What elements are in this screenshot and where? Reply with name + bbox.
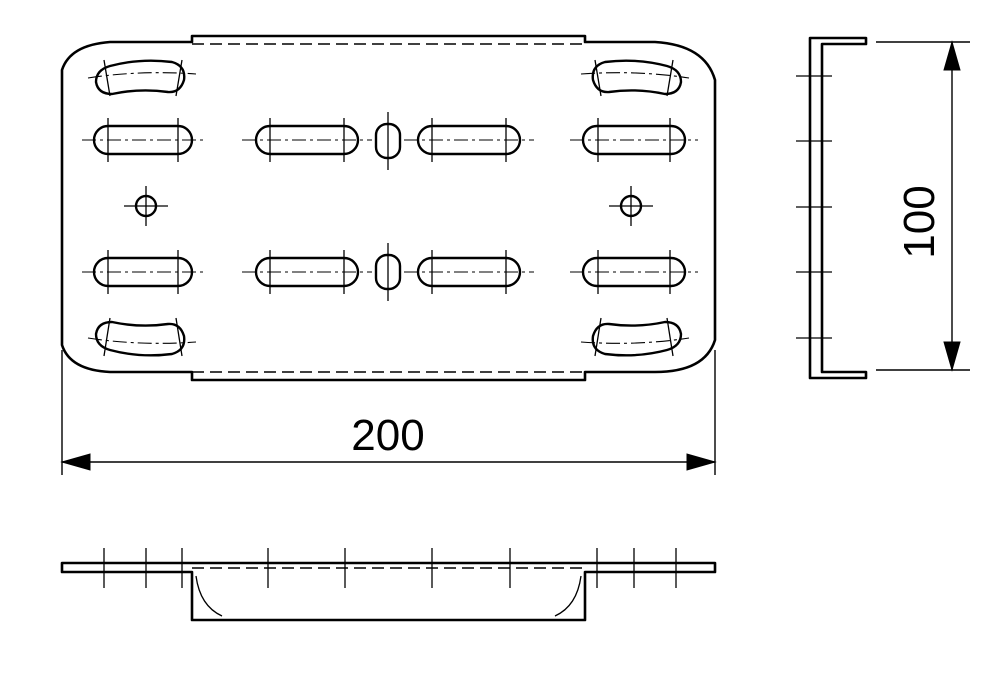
front-view <box>60 548 717 622</box>
straight-slots <box>82 118 698 294</box>
arrow-down <box>943 341 961 372</box>
channel-profile <box>808 36 868 380</box>
arrow-right <box>686 453 717 471</box>
arrow-up <box>943 40 961 71</box>
side-view <box>796 36 868 380</box>
front-profile <box>60 561 717 622</box>
height-dimension: 100 <box>876 40 970 372</box>
width-label: 200 <box>351 411 424 460</box>
plate-outline <box>60 34 717 382</box>
height-label: 100 <box>895 185 944 258</box>
corner-slots <box>87 59 690 357</box>
plan-view <box>60 34 717 382</box>
arrow-left <box>60 453 91 471</box>
width-dimension: 200 <box>60 350 717 475</box>
center-oval-slots <box>374 112 402 301</box>
round-holes <box>124 186 653 226</box>
